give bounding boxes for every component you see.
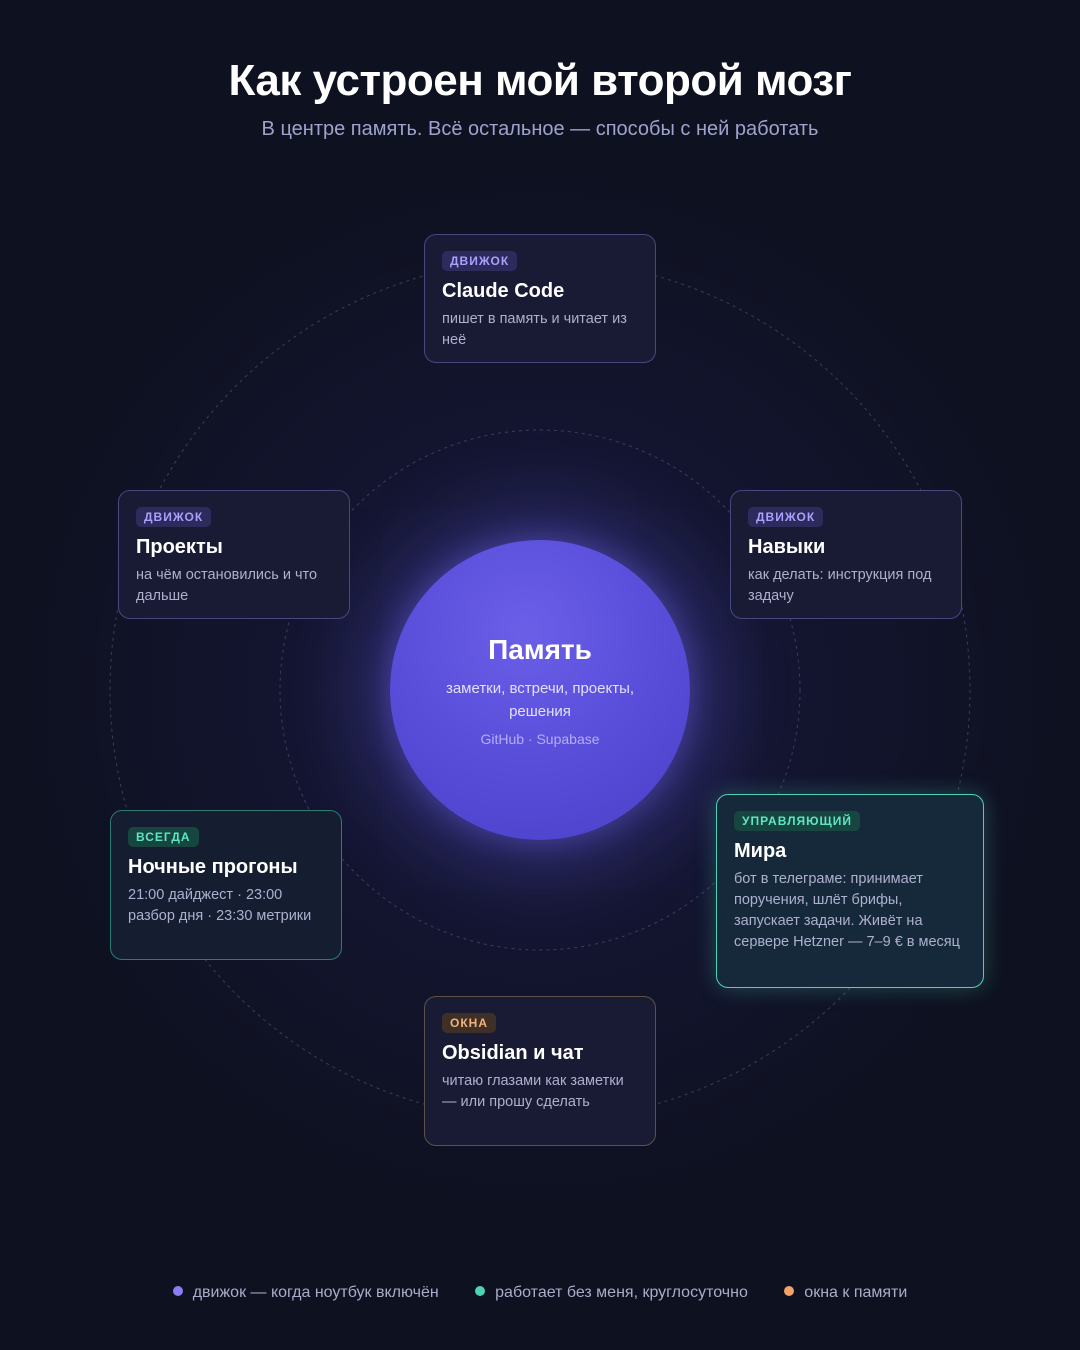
card-title: Навыки xyxy=(748,536,826,558)
manager-badge: УПРАВЛЯЮЩИЙ xyxy=(734,811,860,831)
card-description: на чём остановились и что дальше xyxy=(136,567,318,604)
engine-badge: ДВИЖОК xyxy=(136,507,212,527)
engine-badge: ДВИЖОК xyxy=(748,507,824,527)
card-description: читаю глазами как заметки — или прошу сд… xyxy=(442,1073,624,1110)
card-skills[interactable]: ДВИЖОК Навыки как делать: инструкция под… xyxy=(730,490,962,619)
page-title: Как устроен мой второй мозг xyxy=(228,56,852,105)
card-projects[interactable]: ДВИЖОК Проекты на чём остановились и что… xyxy=(118,490,350,619)
engine-badge: ДВИЖОК xyxy=(442,251,518,271)
legend: движок — когда ноутбук включён работает … xyxy=(0,1284,1080,1302)
card-title: Claude Code xyxy=(442,280,565,302)
card-description: бот в телеграме: принимает поручения, шл… xyxy=(734,871,960,950)
always-badge: ВСЕГДА xyxy=(128,827,199,847)
card-title: Мира xyxy=(734,840,787,862)
legend-label: работает без меня, круглосуточно xyxy=(495,1284,748,1301)
legend-dot-icon xyxy=(784,1286,795,1296)
card-obsidian[interactable]: ОКНА Obsidian и чат читаю глазами как за… xyxy=(424,996,656,1146)
legend-item-windows: окна к памяти xyxy=(784,1284,907,1302)
card-title: Проекты xyxy=(136,536,223,558)
legend-dot-icon xyxy=(475,1286,486,1296)
memory-core-tech: GitHub · Supabase xyxy=(480,731,600,747)
memory-core-description: заметки, встречи, проекты, решения xyxy=(445,680,635,720)
legend-label: окна к памяти xyxy=(804,1284,908,1301)
windows-badge: ОКНА xyxy=(442,1013,496,1033)
legend-item-always: работает без меня, круглосуточно xyxy=(475,1284,748,1302)
inner-orbit-ring xyxy=(279,429,801,951)
card-mira[interactable]: УПРАВЛЯЮЩИЙ Мира бот в телеграме: приним… xyxy=(716,794,984,988)
card-description: как делать: инструкция под задачу xyxy=(748,567,932,604)
memory-core[interactable]: Память заметки, встречи, проекты, решени… xyxy=(390,540,690,840)
legend-label: движок — когда ноутбук включён xyxy=(192,1284,439,1301)
card-title: Obsidian и чат xyxy=(442,1042,584,1064)
legend-dot-icon xyxy=(172,1286,183,1296)
card-title: Ночные прогоны xyxy=(128,856,298,878)
card-description: 21:00 дайджест · 23:00 разбор дня · 23:3… xyxy=(128,887,312,924)
card-claude-code[interactable]: ДВИЖОК Claude Code пишет в память и чита… xyxy=(424,234,656,363)
card-night-runs[interactable]: ВСЕГДА Ночные прогоны 21:00 дайджест · 2… xyxy=(110,810,342,960)
page-subtitle: В центре память. Всё остальное — способы… xyxy=(261,118,819,140)
legend-item-engine: движок — когда ноутбук включён xyxy=(172,1284,439,1302)
card-description: пишет в память и читает из неё xyxy=(442,311,627,348)
memory-core-title: Память xyxy=(488,634,592,665)
